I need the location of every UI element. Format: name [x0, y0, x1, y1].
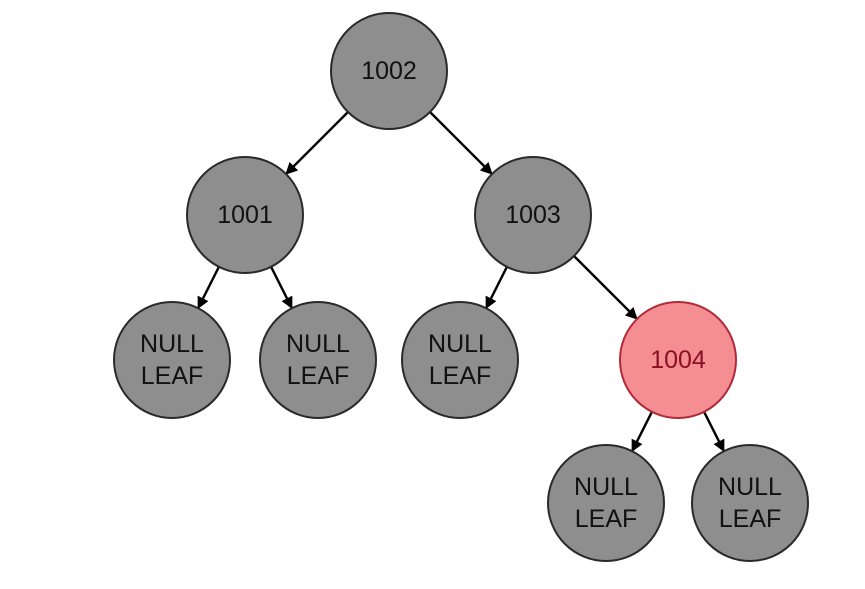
- edge-arrow: [703, 411, 725, 453]
- node-label: LEAF: [429, 362, 492, 390]
- node-label: 1004: [650, 346, 706, 374]
- node-circle: [259, 301, 377, 419]
- node-label: NULL: [574, 473, 638, 501]
- null-leaf-node: NULL LEAF: [547, 444, 665, 562]
- node-circle: [113, 301, 231, 419]
- edge-arrow: [270, 266, 293, 310]
- node-label: LEAF: [575, 505, 638, 533]
- black-node: 1002: [330, 12, 448, 130]
- edge-arrow: [631, 411, 653, 453]
- node-circle: [619, 301, 737, 419]
- node-label: 1003: [505, 201, 561, 229]
- black-node: 1001: [186, 156, 304, 274]
- node-label: NULL: [428, 330, 492, 358]
- edge-arrow: [429, 111, 493, 175]
- edge-arrow: [197, 266, 220, 310]
- edge-arrow: [573, 255, 638, 320]
- node-label: NULL: [718, 473, 782, 501]
- node-circle: [401, 301, 519, 419]
- edge-arrow: [285, 111, 349, 175]
- null-leaf-node: NULL LEAF: [401, 301, 519, 419]
- node-label: NULL: [286, 330, 350, 358]
- null-leaf-node: NULL LEAF: [259, 301, 377, 419]
- node-label: 1001: [217, 201, 273, 229]
- node-circle: [474, 156, 592, 274]
- null-leaf-node: NULL LEAF: [691, 444, 809, 562]
- null-leaf-node: NULL LEAF: [113, 301, 231, 419]
- node-circle: [547, 444, 665, 562]
- black-node: 1003: [474, 156, 592, 274]
- node-circle: [691, 444, 809, 562]
- edges: [197, 111, 725, 453]
- red-node: 1004: [619, 301, 737, 419]
- node-label: LEAF: [287, 362, 350, 390]
- edge-arrow: [485, 266, 508, 310]
- node-label: 1002: [361, 57, 417, 85]
- node-circle: [330, 12, 448, 130]
- node-label: NULL: [140, 330, 204, 358]
- node-label: LEAF: [141, 362, 204, 390]
- node-label: LEAF: [719, 505, 782, 533]
- node-circle: [186, 156, 304, 274]
